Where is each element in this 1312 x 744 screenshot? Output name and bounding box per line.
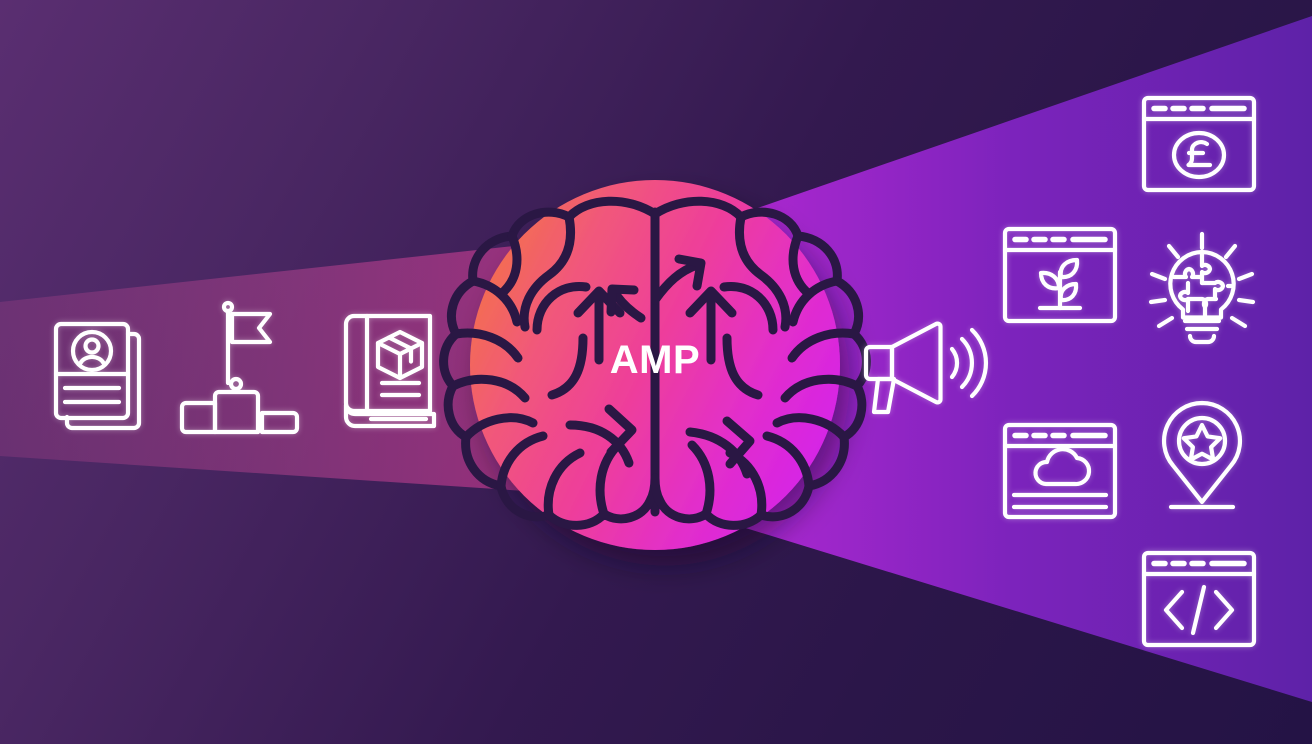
megaphone-icon — [862, 318, 989, 418]
browser-plant-growth-icon — [1002, 226, 1118, 324]
brain-icon — [439, 196, 871, 530]
browser-cloud-icon — [1002, 422, 1118, 520]
browser-pound-currency-icon — [1141, 95, 1257, 193]
lightbulb-puzzle-icon — [1143, 228, 1261, 356]
podium-flag-icon — [179, 300, 305, 435]
location-pin-star-icon — [1156, 398, 1248, 518]
profile-document-icon — [45, 310, 145, 432]
browser-code-icon — [1141, 550, 1257, 648]
book-package-icon — [340, 310, 440, 432]
